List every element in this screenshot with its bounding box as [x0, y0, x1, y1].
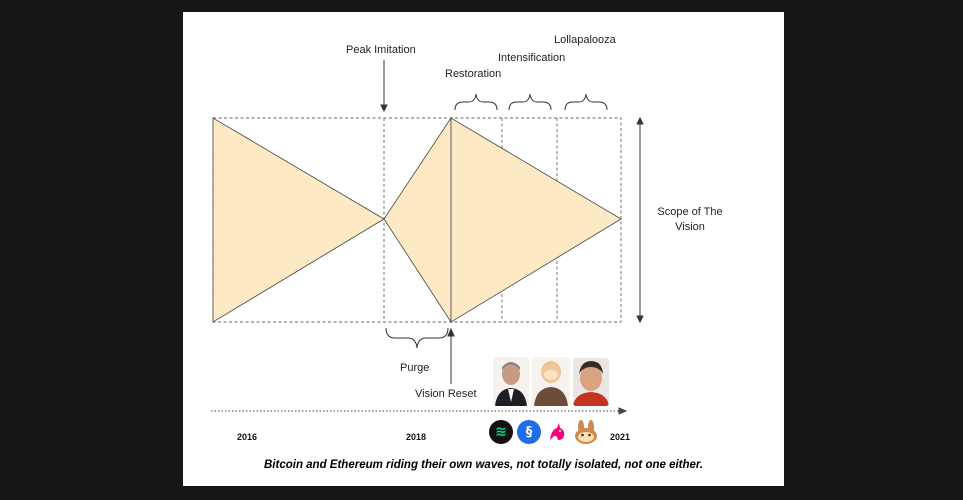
vision-reset-label: Vision Reset	[415, 388, 477, 400]
restoration-brace	[455, 94, 497, 110]
compound-logo-icon: ≋	[489, 420, 513, 444]
purge-triangle	[384, 118, 451, 322]
portrait-3-image	[573, 358, 609, 406]
purge-label: Purge	[400, 362, 429, 374]
portrait-1-image	[493, 357, 529, 406]
year-2016-label: 2016	[237, 432, 257, 442]
first-wave-triangle	[213, 118, 384, 322]
timeline-arrow-head	[619, 408, 626, 414]
year-2018-label: 2018	[406, 432, 426, 442]
scope-label-line2: Vision	[645, 220, 735, 235]
diagram-card: Peak Imitation Restoration Intensificati…	[183, 12, 784, 486]
reset-arrow-head	[448, 329, 454, 336]
figure-caption: Bitcoin and Ethereum riding their own wa…	[183, 459, 784, 471]
portrait-2-image	[532, 357, 570, 406]
year-2021-label: 2021	[610, 432, 630, 442]
wave-diagram	[183, 12, 784, 486]
peak-imitation-label: Peak Imitation	[346, 44, 416, 56]
compound-glyph: ≋	[495, 424, 507, 440]
intensification-brace	[509, 94, 551, 110]
uniswap-unicorn-icon	[545, 420, 569, 444]
lollapalooza-label: Lollapalooza	[554, 34, 616, 46]
scope-arrow-top	[637, 118, 643, 124]
yearn-glyph: §	[526, 425, 533, 440]
scope-arrow-bottom	[637, 316, 643, 322]
peak-arrow-head	[381, 105, 387, 111]
second-wave-triangle	[451, 118, 621, 322]
scope-label-line1: Scope of The	[645, 205, 735, 220]
purge-brace	[386, 328, 448, 348]
pancakeswap-bunny-icon	[573, 419, 597, 443]
restoration-label: Restoration	[445, 68, 501, 80]
scope-label: Scope of The Vision	[645, 205, 735, 235]
intensification-label: Intensification	[498, 52, 565, 64]
lollapalooza-brace	[565, 94, 607, 110]
yearn-logo-icon: §	[517, 420, 541, 444]
